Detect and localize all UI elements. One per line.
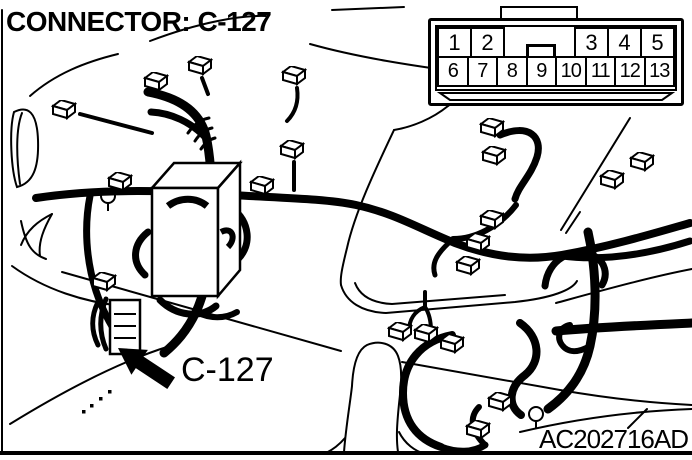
pin-cell: 3: [574, 27, 609, 58]
connector-bevel: [436, 92, 676, 101]
connector-box-icon: [480, 210, 504, 229]
connector-box-icon: [92, 272, 116, 291]
pin-cell: 9: [525, 56, 557, 87]
pin-cell: 4: [607, 27, 642, 58]
connector-box-icon: [600, 170, 624, 189]
connector-box-icon: [456, 256, 480, 275]
connector-box-icon: [144, 72, 168, 91]
pin-cell: 5: [640, 27, 675, 58]
relay-box: [149, 159, 243, 300]
connector-box-icon: [280, 140, 304, 159]
connector-box-icon: [108, 172, 132, 191]
connector-box-icon: [630, 152, 654, 171]
connector-box-icon: [282, 66, 306, 85]
connector-box-icon: [440, 334, 464, 353]
connector-box-icon: [466, 420, 490, 439]
connector-box-icon: [188, 56, 212, 75]
connector-box-icon: [480, 118, 504, 137]
connector-box-icon: [482, 146, 506, 165]
callout-label: C-127: [181, 351, 274, 389]
page-title: CONNECTOR: C-127: [6, 6, 272, 37]
pin-cell: 13: [643, 56, 675, 87]
connector-box-icon: [388, 322, 412, 341]
pin-cell: 6: [437, 56, 469, 87]
grommet-icon: [100, 188, 544, 428]
pin-cell: 2: [470, 27, 505, 58]
connector-box-icon: [414, 324, 438, 343]
connector-body: 1 2 3 4 5 6 7 8 9 10 11 12 13: [428, 18, 684, 106]
figure-code: AC202716AD: [539, 424, 689, 454]
pin-cell: 12: [614, 56, 646, 87]
pin-cell: 7: [466, 56, 498, 87]
c127-arrow-icon: [82, 348, 175, 414]
connector-box-icon: [52, 100, 76, 119]
pin-cell: 10: [555, 56, 587, 87]
connector-box-icon: [250, 176, 274, 195]
c127-connector-block: [108, 298, 142, 356]
pin-cell: 1: [437, 27, 472, 58]
pin-cell: 11: [584, 56, 616, 87]
connector-box-icon: [488, 392, 512, 411]
bottom-rule: [0, 451, 692, 455]
connector-latch: [525, 44, 556, 58]
pin-cell: 8: [496, 56, 528, 87]
pinout-diagram: 1 2 3 4 5 6 7 8 9 10 11 12 13: [428, 6, 684, 106]
connector-box-icon: [466, 233, 490, 252]
steering-cluster-outline: [10, 108, 53, 260]
